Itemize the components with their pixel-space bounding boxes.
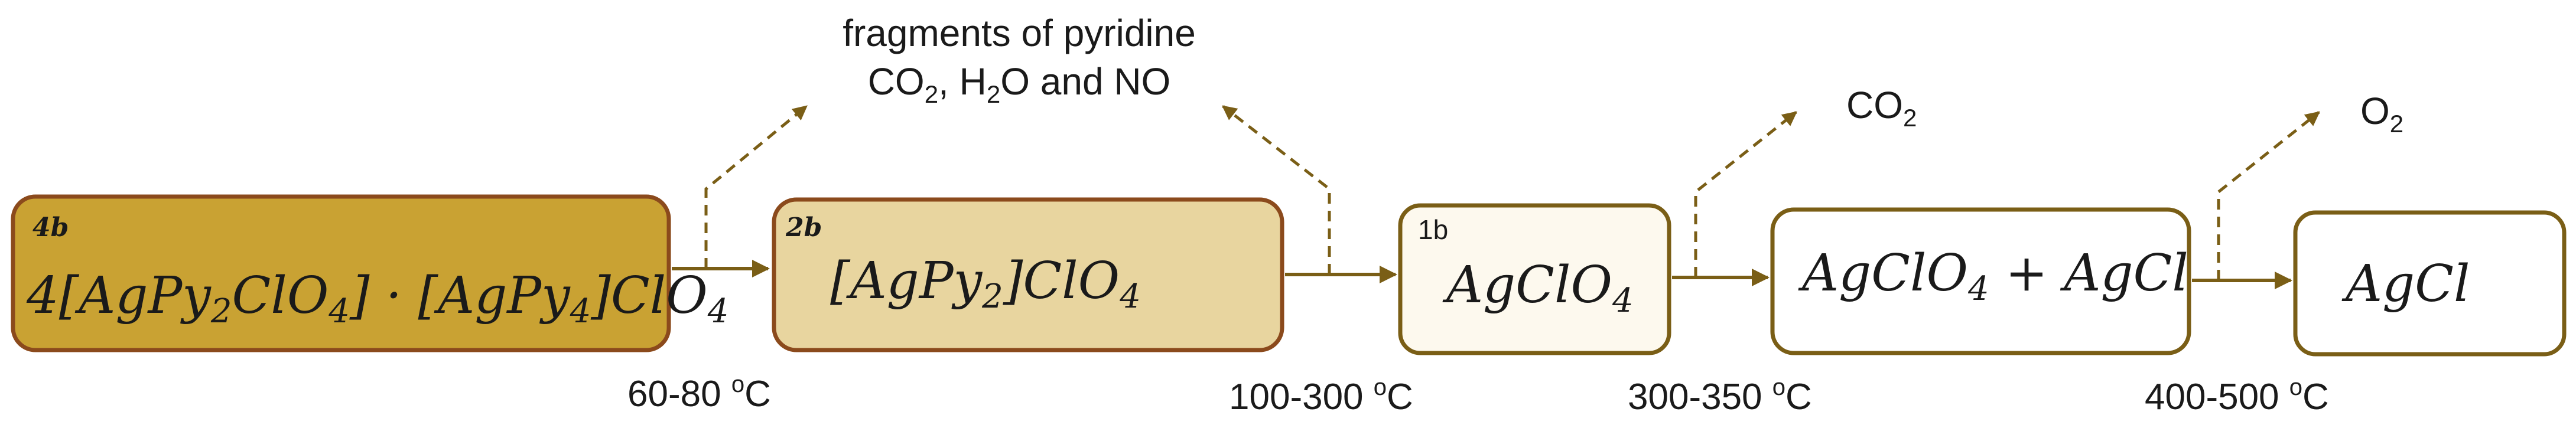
box-4b-tag: 4b (32, 213, 69, 243)
box-agclo4-agcl-shape (1770, 207, 2191, 355)
box-agcl-formula: AgCl (2341, 254, 2470, 313)
temperature-400-500: 400-500 oC (2145, 374, 2329, 417)
temperature-100-300: 100-300 oC (1229, 374, 1413, 417)
box-1b-shape (1398, 203, 1671, 355)
product-co2-h2o-no: CO2, H2O and NO (868, 60, 1171, 108)
box-4b: 4b 4[AgPy2ClO4] · [AgPy4]ClO4 (11, 194, 728, 352)
box-2b: 2b [AgPy2]ClO4 (772, 197, 1284, 352)
box-agcl: AgCl (2293, 210, 2567, 357)
box-agcl-shape (2293, 210, 2567, 357)
product-o2: O2 (2360, 90, 2403, 138)
product-co2: CO2 (1846, 84, 1917, 132)
dashed-arrow-gas-release-1 (704, 105, 808, 269)
box-1b-formula: AgClO4 (1442, 256, 1634, 320)
temperature-300-350: 300-350 oC (1628, 374, 1812, 417)
box-1b-tag: 1b (1418, 214, 1448, 245)
box-agclo4-agcl-formula: AgClO4 + AgCl (1798, 244, 2188, 308)
temperature-60-80: 60-80 oC (627, 371, 771, 414)
box-4b-shape (11, 194, 671, 352)
box-2b-shape (772, 197, 1284, 352)
box-1b: 1b AgClO4 (1398, 203, 1671, 355)
box-agclo4-agcl: AgClO4 + AgCl (1770, 207, 2191, 355)
box-2b-tag: 2b (785, 213, 822, 243)
product-pyridine-fragments: fragments of pyridine (843, 12, 1196, 54)
box-2b-formula: [AgPy2]ClO4 (830, 251, 1141, 316)
dashed-arrow-o2-release (2217, 111, 2320, 280)
box-4b-formula: 4[AgPy2ClO4] · [AgPy4]ClO4 (26, 266, 728, 331)
